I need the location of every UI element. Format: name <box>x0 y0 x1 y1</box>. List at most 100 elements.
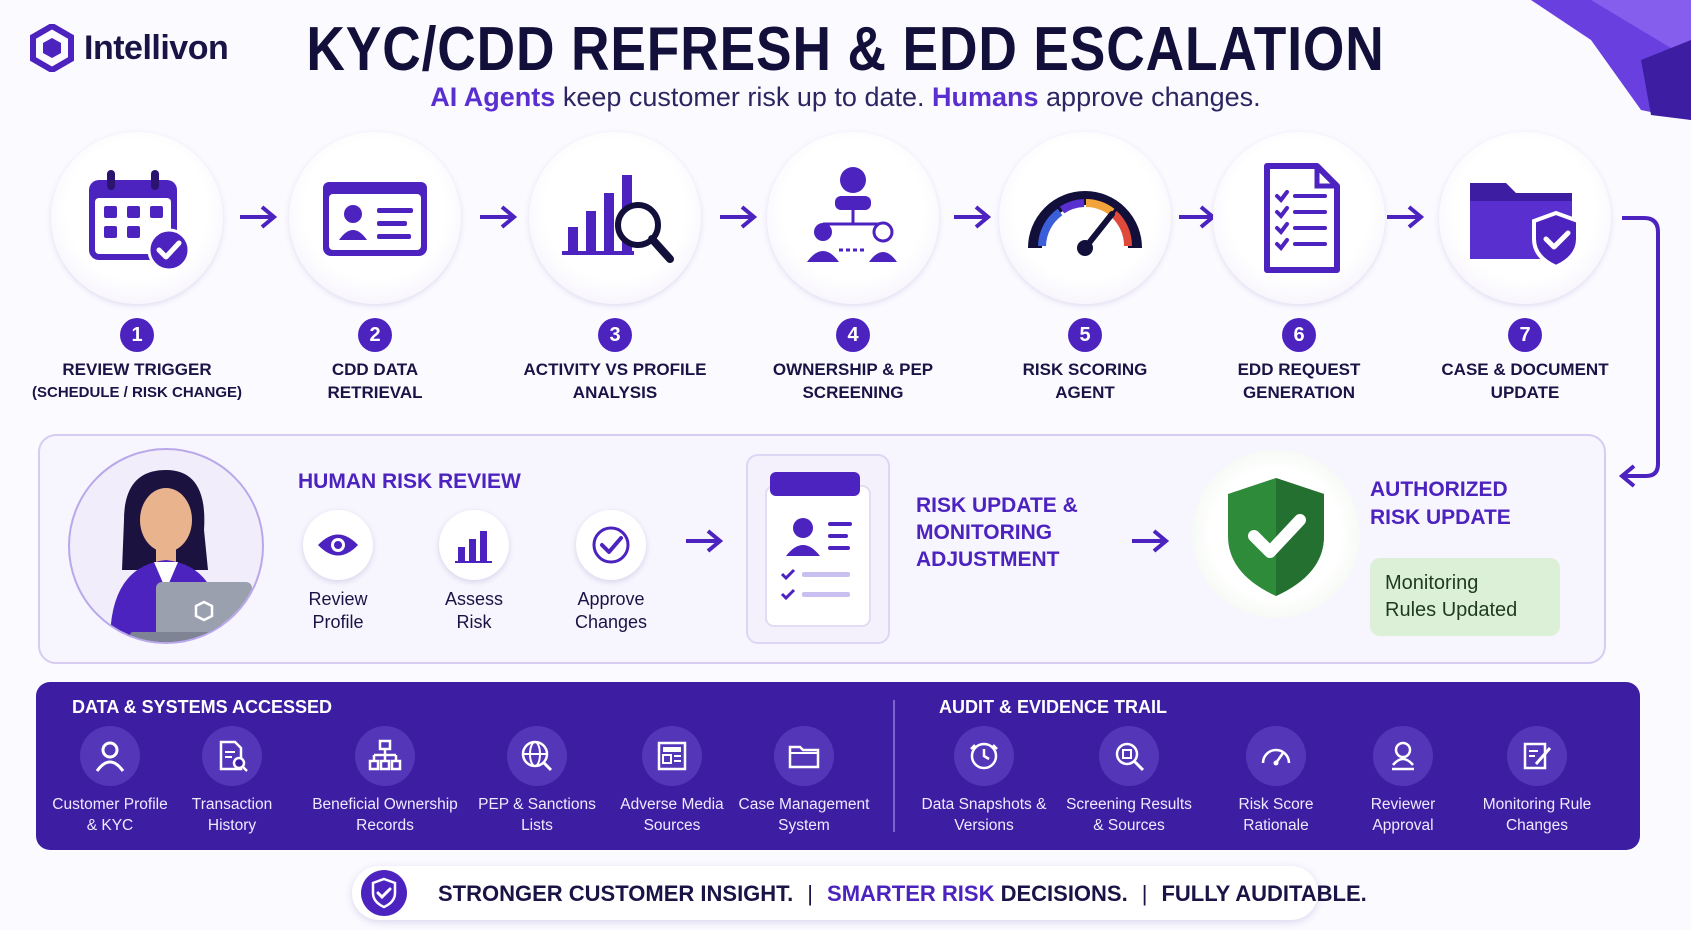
bar-label-line1: Monitoring Rule <box>1482 796 1592 813</box>
action-label-line2: Changes <box>574 612 648 632</box>
bar-icon-circle <box>1246 726 1306 786</box>
arrow-right-icon <box>480 205 518 229</box>
step-label-line1: CDD DATA <box>331 360 419 379</box>
action-label-line1: Assess <box>444 589 504 609</box>
step-number: 6 <box>1282 318 1316 352</box>
bar-label-line1: PEP & Sanctions <box>478 796 596 813</box>
bar-icon-circle <box>507 726 567 786</box>
system-customer-profile: Customer Profile & KYC <box>35 726 185 836</box>
bar-label-line2: Rationale <box>1243 817 1309 834</box>
action-icon-circle <box>576 510 646 580</box>
chart-magnifier-icon <box>562 175 674 263</box>
screen-search-icon <box>1115 742 1145 772</box>
step-icon-circle <box>1439 132 1611 304</box>
bar-label-line1: Reviewer <box>1370 796 1436 813</box>
brand-logo: Intellivon <box>30 24 229 72</box>
bar-label-line2: System <box>778 817 830 834</box>
gauge-icon <box>1261 748 1291 766</box>
risk-update-line2: MONITORING <box>916 521 1053 544</box>
bar-icon-circle <box>1373 726 1433 786</box>
systems-audit-bar <box>36 682 1640 850</box>
reviewer-laptop-icon <box>110 470 260 642</box>
bar-label-line2: & Sources <box>1093 817 1165 834</box>
bar-label: Data Snapshots &Versions <box>909 794 1059 836</box>
bar-icon-circle <box>202 726 262 786</box>
bar-divider <box>893 700 895 832</box>
reviewer-avatar <box>68 448 264 644</box>
footer-separator: | <box>807 881 814 906</box>
step-number: 4 <box>836 318 870 352</box>
bar-label-line2: Versions <box>954 817 1014 834</box>
step-label-line2: GENERATION <box>1242 383 1356 402</box>
arrow-right-icon <box>1387 205 1425 229</box>
step-label-line2: (SCHEDULE / RISK CHANGE) <box>31 384 242 401</box>
risk-update-heading: RISK UPDATE & MONITORING ADJUSTMENT <box>916 492 1078 573</box>
reviewer-icon <box>1392 741 1414 771</box>
footer-insight: STRONGER CUSTOMER INSIGHT. <box>438 881 794 906</box>
step-icon-circle <box>51 132 223 304</box>
footer-auditable: FULLY AUDITABLE. <box>1161 881 1367 906</box>
hexagon-logo-icon <box>30 24 74 72</box>
step-number: 3 <box>598 318 632 352</box>
bar-label-line1: Screening Results <box>1066 796 1192 813</box>
bar-label-line2: Records <box>356 817 414 834</box>
check-icon <box>592 526 630 564</box>
step-label-line1: REVIEW TRIGGER <box>62 360 212 379</box>
bar-label-line2: Approval <box>1372 817 1434 834</box>
step-label-line2: SCREENING <box>802 383 904 402</box>
bar-icon-circle <box>1507 726 1567 786</box>
action-label-line1: Approve <box>577 589 645 609</box>
action-label-line2: Risk <box>456 612 492 632</box>
eye-icon <box>318 534 358 556</box>
bar-label: Customer Profile & KYC <box>35 794 185 836</box>
data-systems-heading: DATA & SYSTEMS ACCESSED <box>72 697 333 717</box>
badge-line2: Rules Updated <box>1385 599 1518 621</box>
subtitle-ai-agents: AI Agents <box>430 82 556 112</box>
step-label-line1: EDD REQUEST <box>1237 360 1361 379</box>
bar-label-line1: Transaction <box>191 796 273 813</box>
bar-label-line1: Risk Score <box>1238 796 1314 813</box>
step-number: 7 <box>1508 318 1542 352</box>
action-icon-circle <box>439 510 509 580</box>
risk-update-line3: ADJUSTMENT <box>916 548 1060 571</box>
footer-separator: | <box>1141 881 1148 906</box>
bar-label-line1: Beneficial Ownership <box>312 796 458 813</box>
audit-data-snapshots: Data Snapshots &Versions <box>909 726 1059 836</box>
green-shield-check-icon <box>1228 478 1324 596</box>
bar-icon-circle <box>1099 726 1159 786</box>
authorized-shield-circle <box>1192 450 1360 618</box>
globe-search-icon <box>521 740 553 772</box>
action-icon-circle <box>303 510 373 580</box>
bar-label-line2: Sources <box>643 817 701 834</box>
step-label-line2: ANALYSIS <box>572 383 658 402</box>
arrow-right-icon <box>954 205 992 229</box>
bar-icon-circle <box>80 726 140 786</box>
bar-label-line2: History <box>207 817 257 834</box>
org-chart-icon <box>368 739 402 771</box>
step-icon-circle <box>529 132 701 304</box>
profile-document-icon <box>765 472 871 627</box>
authorized-update-heading: AUTHORIZED RISK UPDATE <box>1370 476 1511 532</box>
badge-line1: Monitoring <box>1385 572 1479 594</box>
bar-label-line1: Customer Profile <box>52 796 168 813</box>
arrow-right-icon <box>1132 529 1170 553</box>
step-label-line2: AGENT <box>1055 383 1115 402</box>
folder-shield-icon <box>1470 183 1580 270</box>
bar-label-line2: & KYC <box>86 817 134 834</box>
step-label: REVIEW TRIGGER (SCHEDULE / RISK CHANGE) <box>27 358 247 404</box>
step-label: EDD REQUEST GENERATION <box>1189 358 1409 404</box>
